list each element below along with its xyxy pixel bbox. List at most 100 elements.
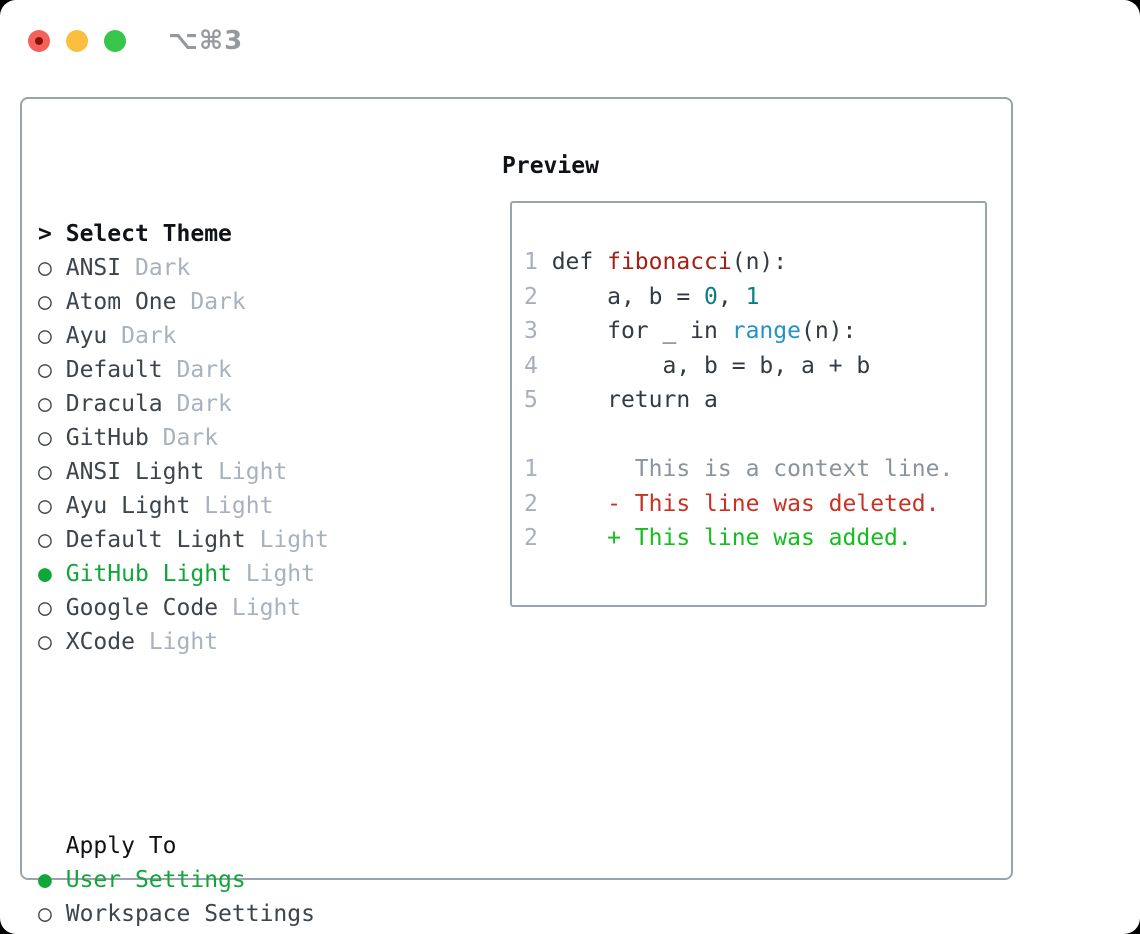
theme-variant-tag: Light bbox=[231, 595, 302, 621]
code-segment-lineno: 5 bbox=[524, 387, 538, 413]
radio-unselected-icon: ○ bbox=[38, 323, 52, 349]
code-segment-lineno: 1 bbox=[524, 456, 538, 482]
theme-option[interactable]: ○ Default Dark bbox=[38, 353, 468, 387]
theme-option-label: ANSI Light bbox=[65, 459, 205, 485]
apply-to-option[interactable]: ○ Workspace Settings bbox=[38, 897, 468, 931]
close-button[interactable] bbox=[28, 30, 50, 52]
code-segment-plain: a, b = b, a + b bbox=[537, 352, 871, 379]
theme-variant-tag: Dark bbox=[176, 391, 232, 417]
theme-variant-tag: Light bbox=[218, 459, 288, 485]
theme-option[interactable]: ○ Dracula Dark bbox=[38, 387, 468, 421]
code-segment-plain: def bbox=[537, 249, 608, 275]
theme-list: > Select Theme○ ANSI Dark○ Atom One Dark… bbox=[38, 217, 468, 659]
theme-option[interactable]: ○ XCode Light bbox=[38, 625, 468, 659]
theme-option[interactable]: ○ Ayu Light Light bbox=[38, 489, 468, 523]
code-segment-plain: , bbox=[717, 283, 746, 310]
radio-unselected-icon: ○ bbox=[38, 255, 52, 281]
theme-variant-tag: Light bbox=[148, 629, 219, 655]
theme-option[interactable]: ○ Default Light Light bbox=[38, 523, 468, 557]
code-line: 3 for _ in range(n): bbox=[524, 314, 985, 349]
radio-unselected-icon: ○ bbox=[38, 289, 52, 315]
theme-option[interactable]: ○ Ayu Dark bbox=[38, 319, 468, 353]
code-line: 2 + This line was added. bbox=[524, 521, 985, 556]
code-segment-lineno: 2 bbox=[524, 283, 538, 310]
theme-option-label: Dracula bbox=[65, 391, 163, 417]
code-segment-lineno: 3 bbox=[524, 318, 538, 344]
radio-unselected-icon: ○ bbox=[38, 629, 52, 655]
theme-option[interactable]: ○ Atom One Dark bbox=[38, 285, 468, 319]
code-segment-plain bbox=[538, 525, 607, 551]
apply-to-section: Apply To● User Settings○ Workspace Setti… bbox=[38, 829, 468, 931]
theme-option-label: GitHub Light bbox=[65, 561, 232, 587]
theme-variant-tag: Dark bbox=[176, 357, 232, 383]
code-segment-context: This is a context line. bbox=[537, 456, 954, 482]
radio-unselected-icon: ○ bbox=[38, 527, 52, 553]
radio-unselected-icon: ○ bbox=[38, 901, 52, 927]
spacer bbox=[38, 727, 468, 761]
theme-variant-tag: Dark bbox=[121, 323, 177, 349]
theme-variant-tag: Light bbox=[204, 493, 274, 519]
theme-option-label: ANSI bbox=[65, 255, 122, 281]
code-segment-lineno: 1 bbox=[524, 249, 538, 275]
code-line: 5 return a bbox=[524, 383, 985, 418]
theme-variant-tag: Dark bbox=[162, 425, 219, 451]
zoom-button[interactable] bbox=[104, 30, 126, 52]
code-segment-plain: (n): bbox=[731, 249, 788, 275]
theme-selector: > Select Theme○ ANSI Dark○ Atom One Dark… bbox=[38, 149, 468, 934]
titlebar: ⌥⌘3 bbox=[28, 26, 243, 56]
code-segment-function: fibonacci bbox=[607, 249, 732, 275]
code-segment-plain: return a bbox=[537, 387, 718, 413]
theme-option-label: Google Code bbox=[65, 595, 219, 621]
code-segment-number: 1 bbox=[745, 283, 760, 310]
theme-picker-panel: > Select Theme○ ANSI Dark○ Atom One Dark… bbox=[20, 97, 1013, 927]
theme-variant-tag: Light bbox=[245, 561, 315, 587]
radio-unselected-icon: ○ bbox=[38, 357, 52, 383]
code-segment-lineno: 2 bbox=[524, 525, 538, 551]
apply-to-heading: Apply To bbox=[65, 833, 177, 859]
radio-unselected-icon: ○ bbox=[38, 425, 52, 451]
code-segment-number: 0 bbox=[704, 283, 718, 310]
radio-unselected-icon: ○ bbox=[38, 595, 52, 621]
code-segment-builtin: range bbox=[731, 318, 801, 344]
code-segment-plain bbox=[538, 491, 607, 517]
theme-list-header: > Select Theme bbox=[38, 217, 468, 251]
radio-unselected-icon: ○ bbox=[38, 459, 52, 485]
code-segment-lineno: 2 bbox=[524, 490, 538, 517]
preview-heading: Preview bbox=[502, 153, 599, 179]
radio-selected-icon: ● bbox=[38, 867, 52, 893]
code-segment-added: + This line was added. bbox=[607, 525, 912, 551]
theme-option-label: Ayu Light bbox=[65, 493, 191, 519]
theme-option-label: Atom One bbox=[65, 289, 177, 315]
code-segment-plain: for _ in bbox=[537, 318, 732, 344]
theme-list-heading: Select Theme bbox=[65, 221, 232, 247]
theme-option[interactable]: ○ Google Code Light bbox=[38, 591, 468, 625]
apply-to-option-label: Workspace Settings bbox=[65, 901, 315, 927]
window-title: ⌥⌘3 bbox=[168, 26, 244, 56]
code-line bbox=[524, 418, 985, 453]
theme-option[interactable]: ○ ANSI Light Light bbox=[38, 455, 468, 489]
radio-unselected-icon: ○ bbox=[38, 493, 52, 519]
prompt-icon: > bbox=[38, 221, 52, 247]
theme-option-label: Ayu bbox=[65, 323, 108, 349]
code-line: 1 This is a context line. bbox=[524, 452, 985, 487]
theme-option[interactable]: ● GitHub Light Light bbox=[38, 557, 468, 591]
code-line: 4 a, b = b, a + b bbox=[524, 349, 985, 384]
code-segment-plain: (n): bbox=[800, 318, 857, 344]
theme-option[interactable]: ○ ANSI Dark bbox=[38, 251, 468, 285]
theme-option-label: Default bbox=[65, 357, 163, 383]
theme-option[interactable]: ○ GitHub Dark bbox=[38, 421, 468, 455]
theme-option-label: GitHub bbox=[65, 425, 149, 451]
code-segment-deleted: - This line was deleted. bbox=[607, 490, 940, 517]
minimize-button[interactable] bbox=[66, 30, 88, 52]
apply-to-option[interactable]: ● User Settings bbox=[38, 863, 468, 897]
theme-variant-tag: Dark bbox=[190, 289, 246, 315]
radio-unselected-icon: ○ bbox=[38, 391, 52, 417]
code-line: 1 def fibonacci(n): bbox=[524, 245, 985, 280]
code-segment-plain: a, b = bbox=[537, 283, 705, 310]
code-line: 2 a, b = 0, 1 bbox=[524, 280, 985, 315]
preview-section: Preview 1 def fibonacci(n):2 a, b = 0, 1… bbox=[502, 149, 987, 607]
theme-option-label: XCode bbox=[65, 629, 135, 655]
theme-option-label: Default Light bbox=[65, 527, 246, 553]
apply-to-heading-row: Apply To bbox=[38, 829, 468, 863]
